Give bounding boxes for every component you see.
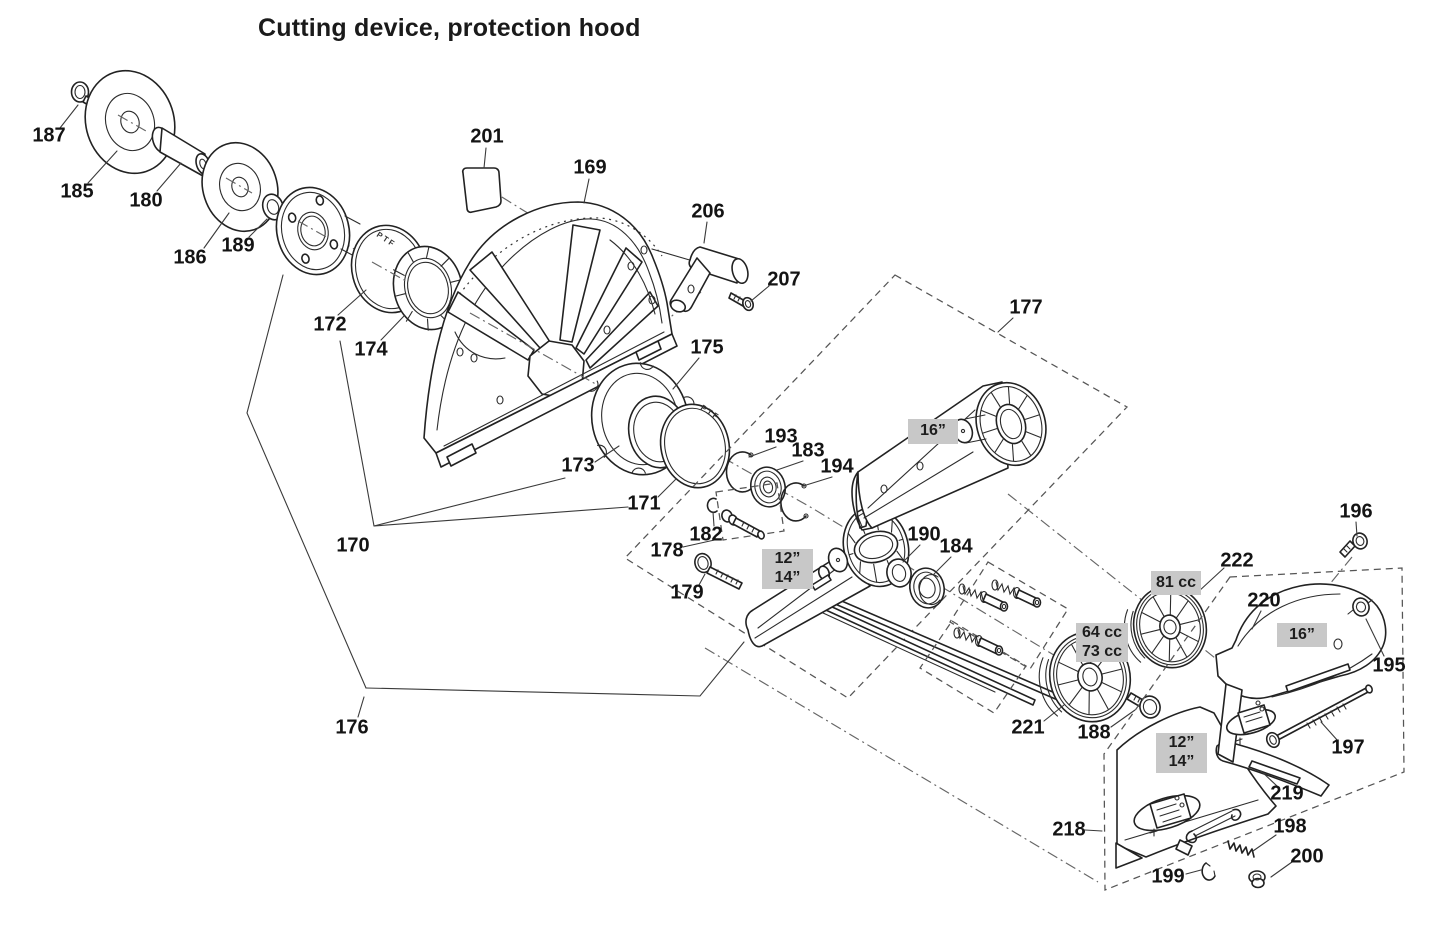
group-leader-lines <box>246 274 745 718</box>
part-label-182: 182 <box>689 523 723 546</box>
part-label-169: 169 <box>573 156 607 179</box>
size-tag-text: 73 cc <box>1081 642 1123 660</box>
size-tag-arm-12-14: 12” 14” <box>762 549 813 589</box>
size-tag-text: 12” <box>1168 734 1195 752</box>
tensioner-screw-kits <box>953 579 1042 656</box>
part-196-screw <box>1339 532 1368 558</box>
tensioner-kit-box-a <box>949 561 1069 670</box>
part-190-bushing <box>886 558 912 588</box>
part-label-198: 198 <box>1273 815 1307 838</box>
part-label-177: 177 <box>1009 296 1043 319</box>
part-label-194: 194 <box>820 455 854 478</box>
part-label-220: 220 <box>1247 589 1281 612</box>
part-197-tension-screw <box>1265 684 1373 749</box>
size-tag-cover-16: 16” <box>1277 623 1327 647</box>
size-tag-64cc-73cc: 64 cc 73 cc <box>1076 623 1128 662</box>
part-label-189: 189 <box>221 234 255 257</box>
part-label-179: 179 <box>670 581 704 604</box>
page-title: Cutting device, protection hood <box>258 14 641 42</box>
part-label-176: 176 <box>335 716 369 739</box>
part-169-protection-hood <box>423 201 717 468</box>
part-16-inner-guard-arm <box>851 381 1047 531</box>
part-182-pin-screw <box>706 497 765 540</box>
size-tag-text: 16” <box>1289 625 1315 643</box>
part-label-193: 193 <box>764 425 798 448</box>
group-218-outline <box>1103 567 1405 891</box>
part-label-196: 196 <box>1339 500 1373 523</box>
part-183-bearing <box>750 466 786 508</box>
size-tag-text: 14” <box>1168 753 1195 770</box>
part-184-bearing <box>909 567 945 609</box>
part-194-circlip <box>780 482 809 522</box>
part-label-186: 186 <box>173 246 207 269</box>
part-label-201: 201 <box>470 125 504 148</box>
part-leader-lines <box>59 104 1385 878</box>
part-label-170: 170 <box>336 534 370 557</box>
part-label-171: 171 <box>627 492 661 515</box>
disc-centerline-ticks <box>117 114 407 282</box>
part-label-190: 190 <box>907 523 941 546</box>
part-195-nut <box>1347 597 1373 617</box>
size-tag-text: 14” <box>774 569 801 586</box>
part-label-184: 184 <box>939 535 973 558</box>
part-label-183: 183 <box>791 439 825 462</box>
part-label-174: 174 <box>354 338 388 361</box>
size-tag-text: 64 cc <box>1081 623 1123 641</box>
group-178-outline <box>715 482 785 541</box>
size-tag-text: 12” <box>774 550 801 568</box>
part-180-spacer-sleeve <box>151 126 211 177</box>
size-tag-arm-16: 16” <box>908 419 958 444</box>
part-label-218: 218 <box>1052 818 1086 841</box>
part-label-199: 199 <box>1151 865 1185 888</box>
part-label-187: 187 <box>32 124 66 147</box>
part-label-221: 221 <box>1011 716 1045 739</box>
part-label-173: 173 <box>561 454 595 477</box>
part-201-wear-pad <box>461 167 502 214</box>
part-label-207: 207 <box>767 268 801 291</box>
part-174-segmented-collar <box>392 245 464 331</box>
part-199-clip <box>1201 862 1216 881</box>
part-219-lower-guard-lip <box>1215 740 1330 797</box>
part-207-screw <box>728 292 754 312</box>
part-label-175: 175 <box>690 336 724 359</box>
part-label-195: 195 <box>1372 654 1406 677</box>
size-tag-text: 16” <box>920 422 946 440</box>
part-label-219: 219 <box>1270 782 1304 805</box>
size-tag-text: 81 cc <box>1155 573 1197 591</box>
size-tag-guard-12-14: 12” 14” <box>1156 733 1207 773</box>
part-198-spring <box>1227 840 1255 858</box>
part-179-bolt <box>694 552 743 590</box>
part-label-200: 200 <box>1290 845 1324 868</box>
part-206-support-bracket <box>669 246 749 313</box>
part-185-washer-disc <box>84 69 176 175</box>
latch-bar-assembly <box>1175 808 1242 856</box>
part-label-222: 222 <box>1220 549 1254 572</box>
part-label-188: 188 <box>1077 721 1111 744</box>
part-200-nut <box>1248 870 1266 889</box>
mounting-flange <box>275 186 361 276</box>
part-label-180: 180 <box>129 189 163 212</box>
part-186-washer-disc <box>201 141 279 233</box>
part-label-178: 178 <box>650 539 684 562</box>
part-label-172: 172 <box>313 313 347 336</box>
size-tag-81cc: 81 cc <box>1151 571 1201 595</box>
part-label-197: 197 <box>1331 736 1365 759</box>
part-188-flange-screw <box>1126 692 1161 719</box>
part-label-206: 206 <box>691 200 725 223</box>
part-label-185: 185 <box>60 180 94 203</box>
